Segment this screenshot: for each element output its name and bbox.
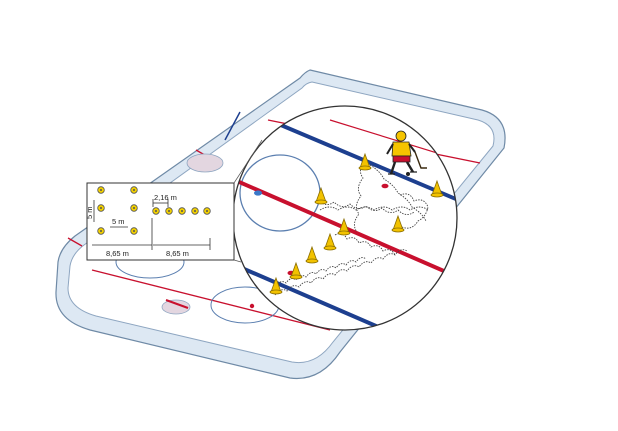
faceoff-dot-bottom — [249, 303, 255, 309]
dim-horizontal: 5 m — [112, 217, 125, 226]
hockey-player-icon — [386, 130, 427, 175]
mag-blue-line-bottom — [233, 260, 421, 330]
net-bottom — [165, 299, 189, 309]
mag-faceoff-dot-1 — [381, 183, 389, 189]
callout-lines — [233, 139, 263, 263]
measurement-inset: 2,16 m 5 m 5 m 8,65 m 8,65 m — [85, 182, 235, 261]
blue-line-far — [224, 111, 241, 141]
dim-bottom-right: 8,65 m — [166, 249, 189, 258]
mag-blue-line-top — [249, 110, 457, 207]
dim-bottom-left: 8,65 m — [106, 249, 129, 258]
crease-bottom — [161, 299, 191, 315]
mag-faceoff-dot-blue — [254, 190, 262, 196]
dim-vertical: 5 m — [85, 206, 94, 219]
dim-spacing-top: 2,16 m — [154, 193, 177, 202]
goal-line-bottom — [91, 269, 331, 331]
puck-path — [274, 159, 429, 296]
inset-box — [86, 182, 235, 261]
crease-top — [186, 153, 224, 173]
red-mark-center — [67, 237, 83, 247]
puck-icon — [406, 172, 410, 176]
magnifier — [232, 105, 458, 331]
